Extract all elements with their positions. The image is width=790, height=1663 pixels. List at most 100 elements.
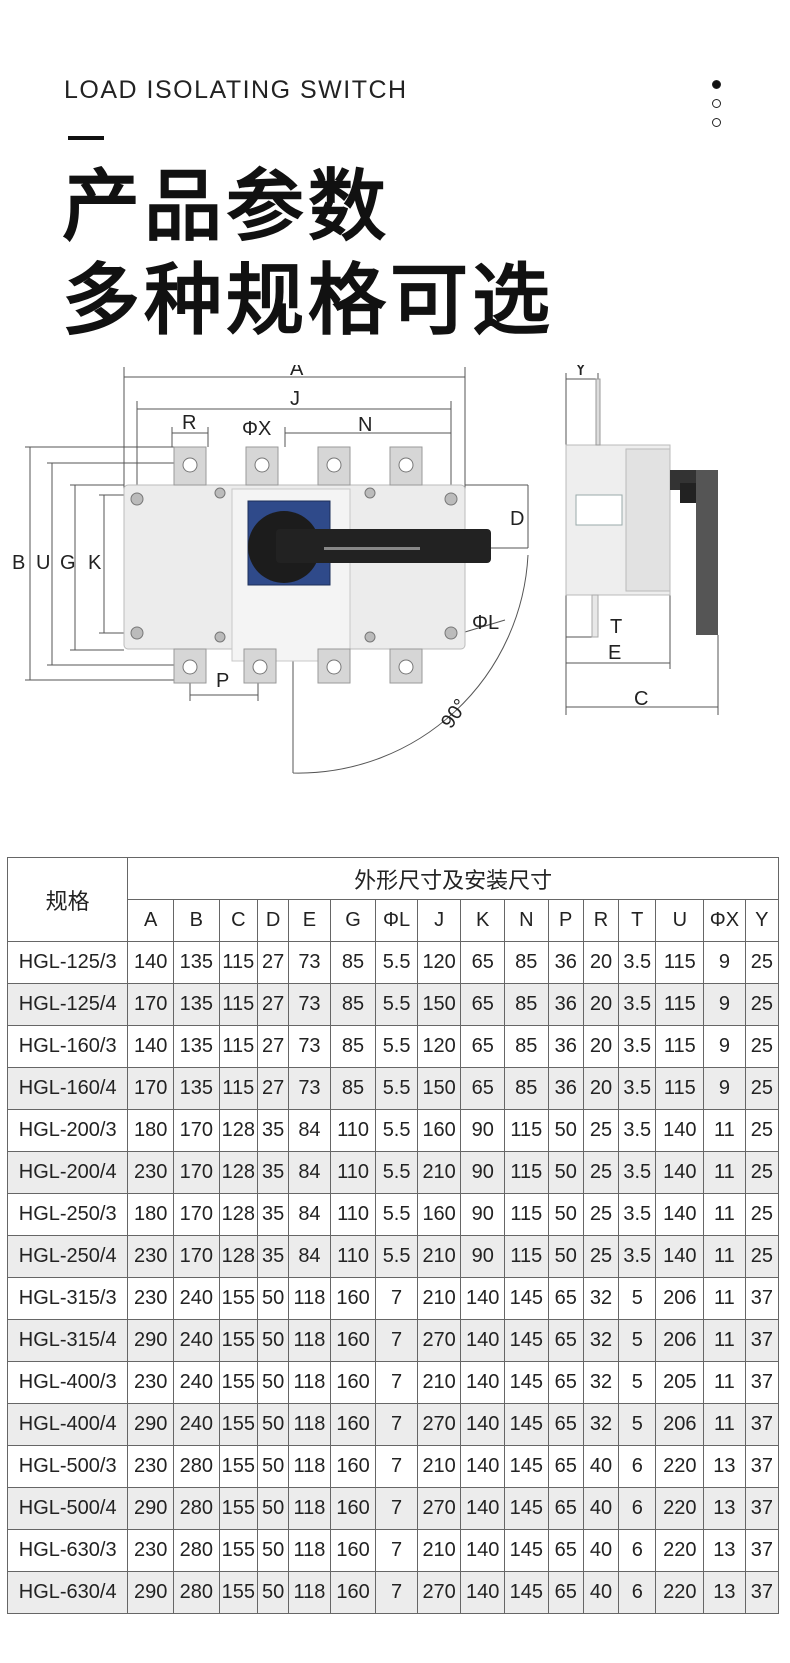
value-cell: 65 <box>547 1529 584 1572</box>
model-cell: HGL-250/4 <box>6 1235 129 1278</box>
value-cell: 36 <box>547 1025 584 1068</box>
value-cell: 25 <box>582 1109 620 1152</box>
value-cell: 25 <box>744 1067 780 1110</box>
value-cell: 32 <box>582 1319 620 1362</box>
value-cell: 9 <box>703 1067 746 1110</box>
value-cell: 27 <box>257 941 290 984</box>
dim-label-N: N <box>358 414 372 436</box>
column-header: N <box>504 899 549 942</box>
model-cell: HGL-500/3 <box>6 1445 129 1488</box>
value-cell: 140 <box>655 1151 705 1194</box>
value-cell: 35 <box>257 1193 290 1236</box>
value-cell: 7 <box>375 1403 418 1446</box>
value-cell: 220 <box>655 1571 705 1614</box>
value-cell: 140 <box>460 1319 505 1362</box>
value-cell: 155 <box>218 1277 259 1320</box>
value-cell: 11 <box>703 1151 746 1194</box>
value-cell: 5.5 <box>375 983 418 1026</box>
value-cell: 6 <box>618 1571 657 1614</box>
value-cell: 65 <box>547 1487 584 1530</box>
value-cell: 145 <box>504 1277 549 1320</box>
value-cell: 85 <box>504 1067 549 1110</box>
value-cell: 210 <box>416 1445 462 1488</box>
value-cell: 145 <box>504 1319 549 1362</box>
value-cell: 11 <box>703 1193 746 1236</box>
value-cell: 6 <box>618 1487 657 1530</box>
value-cell: 40 <box>582 1529 620 1572</box>
value-cell: 25 <box>744 983 780 1026</box>
value-cell: 84 <box>288 1151 331 1194</box>
value-cell: 3.5 <box>618 1025 657 1068</box>
value-cell: 115 <box>655 1025 705 1068</box>
value-cell: 115 <box>218 983 259 1026</box>
value-cell: 7 <box>375 1529 418 1572</box>
value-cell: 65 <box>460 1067 505 1110</box>
dim-label-R: R <box>182 412 196 434</box>
column-header: T <box>618 899 657 942</box>
dim-label-P: P <box>216 670 229 692</box>
column-header: K <box>460 899 505 942</box>
value-cell: 135 <box>173 1025 220 1068</box>
value-cell: 85 <box>504 983 549 1026</box>
value-cell: 3.5 <box>618 983 657 1026</box>
model-cell: HGL-400/3 <box>6 1361 129 1404</box>
value-cell: 230 <box>127 1445 175 1488</box>
value-cell: 230 <box>127 1151 175 1194</box>
value-cell: 150 <box>416 1067 462 1110</box>
value-cell: 73 <box>288 983 331 1026</box>
value-cell: 160 <box>329 1277 377 1320</box>
value-cell: 135 <box>173 941 220 984</box>
value-cell: 27 <box>257 1067 290 1110</box>
value-cell: 3.5 <box>618 941 657 984</box>
value-cell: 280 <box>173 1487 220 1530</box>
column-header: R <box>582 899 620 942</box>
value-cell: 37 <box>744 1487 780 1530</box>
value-cell: 37 <box>744 1445 780 1488</box>
value-cell: 135 <box>173 983 220 1026</box>
value-cell: 25 <box>744 941 780 984</box>
value-cell: 5.5 <box>375 1025 418 1068</box>
value-cell: 155 <box>218 1403 259 1446</box>
value-cell: 65 <box>547 1403 584 1446</box>
value-cell: 84 <box>288 1109 331 1152</box>
value-cell: 7 <box>375 1487 418 1530</box>
model-cell: HGL-200/3 <box>6 1109 129 1152</box>
spec-header: 规格 <box>6 857 129 942</box>
value-cell: 3.5 <box>618 1109 657 1152</box>
value-cell: 85 <box>329 941 377 984</box>
value-cell: 230 <box>127 1235 175 1278</box>
page-title-line1: 产品参数 <box>62 162 391 252</box>
model-cell: HGL-160/3 <box>6 1025 129 1068</box>
model-cell: HGL-630/4 <box>6 1571 129 1614</box>
model-cell: HGL-250/3 <box>6 1193 129 1236</box>
value-cell: 85 <box>329 1025 377 1068</box>
value-cell: 270 <box>416 1319 462 1362</box>
value-cell: 155 <box>218 1445 259 1488</box>
value-cell: 5 <box>618 1319 657 1362</box>
value-cell: 85 <box>504 941 549 984</box>
value-cell: 150 <box>416 983 462 1026</box>
model-cell: HGL-125/3 <box>6 941 129 984</box>
value-cell: 25 <box>582 1193 620 1236</box>
value-cell: 140 <box>460 1529 505 1572</box>
value-cell: 280 <box>173 1571 220 1614</box>
value-cell: 140 <box>127 1025 175 1068</box>
value-cell: 9 <box>703 941 746 984</box>
value-cell: 220 <box>655 1487 705 1530</box>
dot-active-icon <box>712 80 721 89</box>
value-cell: 5.5 <box>375 1193 418 1236</box>
model-cell: HGL-500/4 <box>6 1487 129 1530</box>
value-cell: 118 <box>288 1487 331 1530</box>
value-cell: 180 <box>127 1109 175 1152</box>
value-cell: 27 <box>257 983 290 1026</box>
dim-label-E: E <box>608 642 621 664</box>
value-cell: 140 <box>460 1403 505 1446</box>
value-cell: 115 <box>218 1067 259 1110</box>
value-cell: 27 <box>257 1025 290 1068</box>
value-cell: 25 <box>582 1151 620 1194</box>
